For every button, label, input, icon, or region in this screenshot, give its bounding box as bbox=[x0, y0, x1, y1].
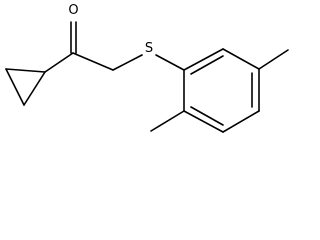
aromatic-inner-bond bbox=[190, 106, 224, 126]
ring-bond bbox=[222, 48, 260, 70]
sulfur-atom-label: S bbox=[145, 41, 153, 56]
carbonyl-double-bond bbox=[70, 21, 77, 54]
chemical-structure: O S bbox=[5, 3, 289, 133]
ring-bond bbox=[23, 71, 46, 106]
benzene-ring bbox=[183, 48, 260, 133]
methyl-bond bbox=[150, 110, 185, 132]
single-bond bbox=[155, 54, 185, 71]
methyl-bond bbox=[258, 49, 289, 70]
ring-bond bbox=[183, 48, 224, 71]
ring-bond bbox=[222, 110, 260, 133]
single-bond bbox=[44, 52, 74, 73]
ring-bond bbox=[5, 68, 46, 73]
ring-bond bbox=[5, 68, 25, 106]
aromatic-inner-bond bbox=[190, 55, 224, 75]
single-bond bbox=[112, 54, 143, 71]
cyclopropyl-ring bbox=[5, 68, 46, 106]
single-bond bbox=[72, 52, 114, 71]
oxygen-atom-label: O bbox=[68, 3, 78, 18]
ring-bond bbox=[183, 110, 224, 133]
